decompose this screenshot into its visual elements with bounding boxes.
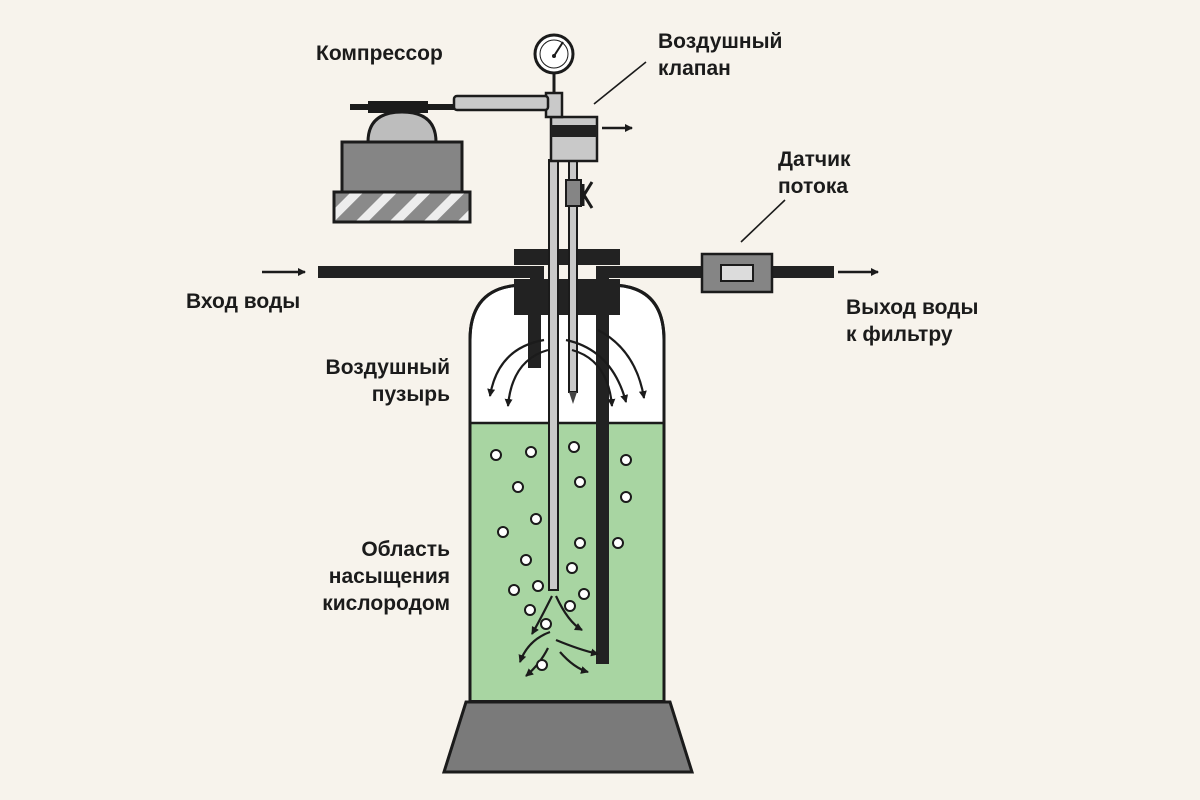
air-valve-leader xyxy=(593,61,647,105)
air-circulation-arrows xyxy=(487,329,647,407)
water-pipes xyxy=(262,199,879,294)
bubble-icon xyxy=(574,537,586,549)
bubble-icon xyxy=(520,554,532,566)
bubble-icon xyxy=(508,584,520,596)
bubble-icon xyxy=(620,491,632,503)
check-valve xyxy=(565,179,582,207)
flow-sensor-window xyxy=(720,264,754,282)
air-bubble-label: Воздушный пузырь xyxy=(325,356,450,406)
water-region xyxy=(470,423,664,700)
inlet-pipe xyxy=(318,266,544,278)
compressor-base xyxy=(332,190,472,224)
bubble-icon xyxy=(525,446,537,458)
bubble-icon xyxy=(564,600,576,612)
tank xyxy=(441,283,695,774)
air-valve-label: Воздушный клапан xyxy=(658,30,783,80)
bubble-icon xyxy=(530,513,542,525)
bubbles xyxy=(490,441,632,671)
bubble-icon xyxy=(536,659,548,671)
bubble-icon xyxy=(497,526,509,538)
bubble-icon xyxy=(578,588,590,600)
outlet-pipe xyxy=(596,266,704,278)
valve-tube-tip xyxy=(569,392,577,404)
bubble-icon xyxy=(512,481,524,493)
air-valve xyxy=(533,33,647,209)
flow-sensor-leader xyxy=(740,199,786,243)
bubble-icon xyxy=(490,449,502,461)
water-inlet-label: Вход воды xyxy=(186,290,301,313)
compressor xyxy=(332,94,550,224)
water-outlet-label: Выход воды к фильтру xyxy=(846,296,979,346)
bubble-icon xyxy=(620,454,632,466)
tank-base xyxy=(441,700,695,774)
air-inlet-tube xyxy=(548,159,559,591)
compressor-air-line xyxy=(452,94,550,112)
bubble-icon xyxy=(574,476,586,488)
pressure-gauge-icon xyxy=(533,33,575,75)
bubble-icon xyxy=(568,441,580,453)
bubble-icon xyxy=(532,580,544,592)
bubble-icon xyxy=(540,618,552,630)
bubble-icon xyxy=(566,562,578,574)
compressor-head xyxy=(366,110,438,144)
outlet-riser xyxy=(596,266,609,664)
flow-sensor-label: Датчик потока xyxy=(778,148,851,198)
bubble-icon xyxy=(612,537,624,549)
compressor-body xyxy=(340,140,464,194)
compressor-label: Компрессор xyxy=(316,42,443,65)
bubble-icon xyxy=(524,604,536,616)
oxygen-zone-label: Область насыщения кислородом xyxy=(322,538,450,615)
